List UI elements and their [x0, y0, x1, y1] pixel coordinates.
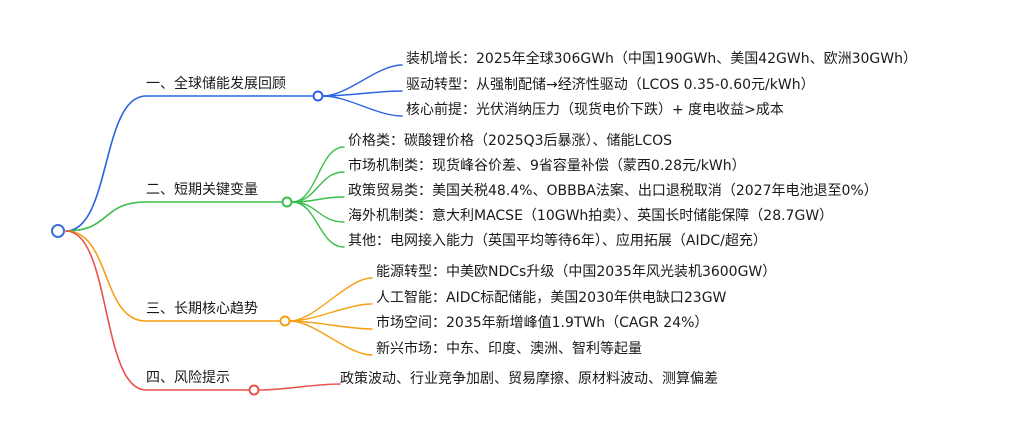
leaf-other: 其他：电网接入能力（英国平均等待6年）、应用拓展（AIDC/超充） [348, 233, 767, 249]
branch-2-leaf-link-5 [291, 201, 345, 248]
leaf-risks: 政策波动、行业竞争加剧、贸易摩擦、原材料波动、测算偏差 [340, 371, 718, 387]
root-to-branch-link-2 [65, 201, 147, 232]
branch-3-leaf-link-2 [289, 303, 373, 322]
leaf-emerging-markets: 新兴市场：中东、印度、澳洲、智利等起量 [376, 341, 642, 357]
branch-node-1[interactable] [312, 90, 324, 102]
leaf-market-mechanism: 市场机制类：现货峰谷价差、9省容量补偿（蒙西0.28元/kWh） [348, 158, 746, 174]
leaf-price-variables: 价格类：碳酸锂价格（2025Q3后暴涨）、储能LCOS [348, 133, 673, 149]
branch-1-leaf-link-3 [322, 95, 403, 117]
branch-2-leaf-link-1 [291, 146, 345, 203]
branch-2-leaf-link-2 [291, 171, 345, 203]
leaf-capacity-growth: 装机增长：2025年全球306GWh（中国190GWh、美国42GWh、欧洲30… [406, 51, 917, 67]
leaf-market-space: 市场空间：2035年新增峰值1.9TWh（CAGR 24%） [376, 315, 709, 331]
leaf-ai: 人工智能：AIDC标配储能，美国2030年供电缺口23GW [376, 290, 727, 306]
branch-4-leaf-link-1 [258, 383, 341, 391]
branch-2-leaf-link-4 [291, 201, 345, 223]
leaf-energy-transition: 能源转型：中美欧NDCs升级（中国2035年风光装机3600GW） [376, 264, 777, 280]
branch-node-4[interactable] [248, 384, 260, 396]
branch-label-global-review: 一、全球储能发展回顾 [146, 76, 286, 92]
branch-3-leaf-link-3 [289, 320, 373, 330]
root-to-branch-link-3 [65, 230, 147, 322]
leaf-policy-trade: 政策贸易类：美国关税48.4%、OBBBA法案、出口退税取消（2027年电池退至… [348, 183, 878, 199]
root-to-branch-link-4 [65, 230, 147, 391]
branch-label-short-term-variables: 二、短期关键变量 [146, 182, 258, 198]
branch-node-2[interactable] [281, 196, 293, 208]
branch-3-leaf-link-1 [289, 277, 373, 322]
branch-3-leaf-link-4 [289, 320, 373, 356]
leaf-overseas-mechanism: 海外机制类：意大利MACSE（10GWh拍卖）、英国长时储能保障（28.7GW） [348, 208, 834, 224]
root-node[interactable] [51, 224, 65, 238]
leaf-core-premise: 核心前提：光伏消纳压力（现货电价下跌）+ 度电收益>成本 [406, 102, 784, 118]
branch-label-long-term-trends: 三、长期核心趋势 [146, 301, 258, 317]
branch-node-3[interactable] [279, 315, 291, 327]
leaf-driver-transition: 驱动转型：从强制配储→经济性驱动（LCOS 0.35-0.60元/kWh） [406, 77, 815, 93]
root-to-branch-link-1 [65, 95, 147, 232]
branch-label-risk-warning: 四、风险提示 [146, 370, 230, 386]
